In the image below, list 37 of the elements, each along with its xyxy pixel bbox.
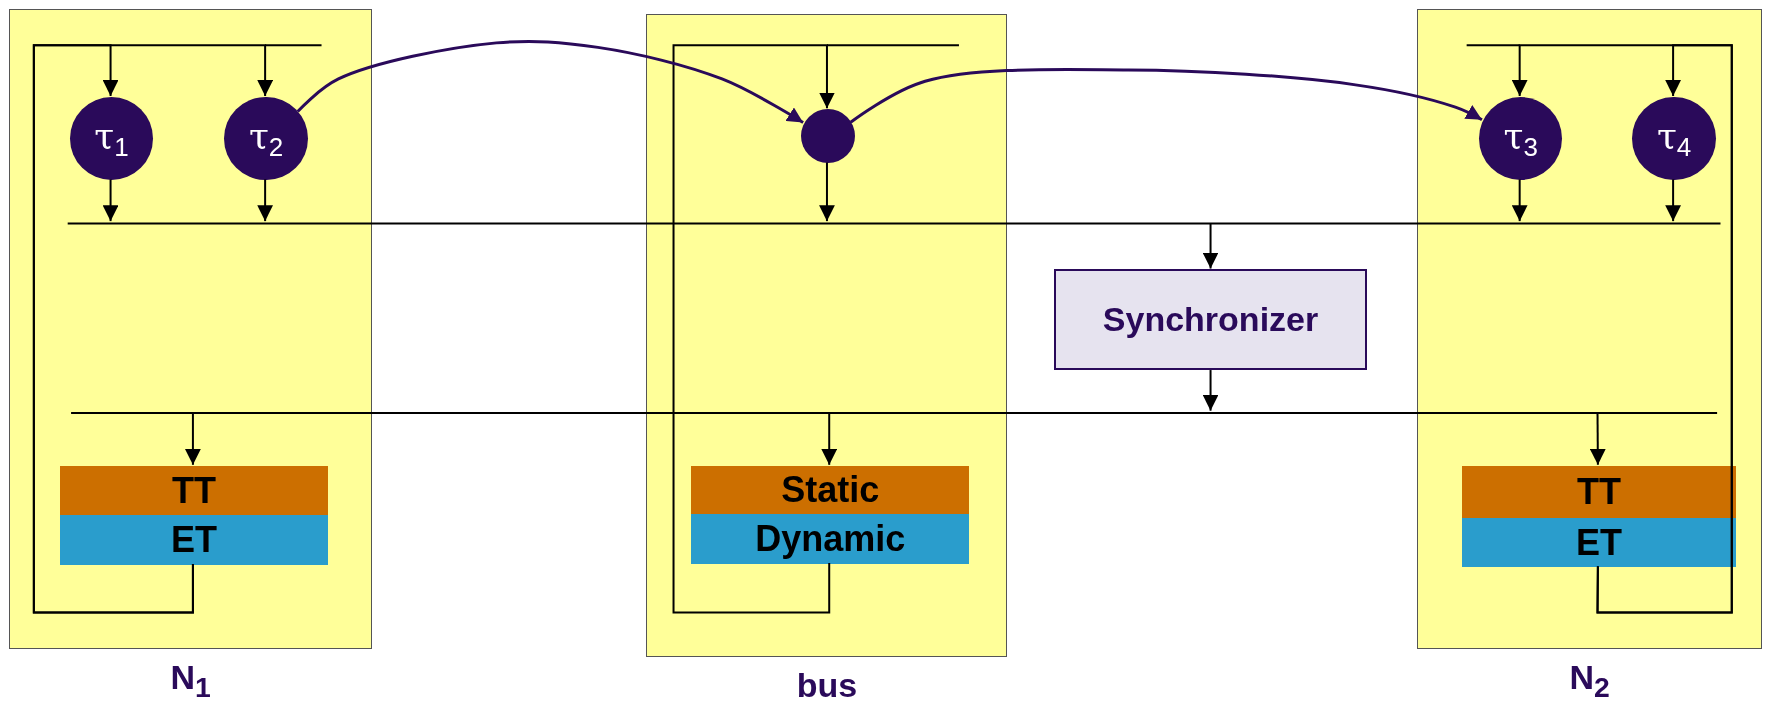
arrow [102, 178, 119, 223]
arrow [1665, 178, 1681, 223]
bar-label: ET [1576, 524, 1623, 561]
task-label: τ$_{4}$ [1656, 117, 1692, 160]
task-label: τ$_{1}$ [94, 117, 129, 160]
arrow [672, 44, 835, 614]
arrow [819, 161, 835, 223]
bar-label: ET [170, 522, 217, 559]
node-label: bus [795, 665, 859, 705]
queue-bar [59, 515, 329, 566]
task-label: τ$_{2}$ [248, 117, 284, 160]
arrow [1202, 369, 1219, 412]
task-label: τ$_{3}$ [1503, 117, 1538, 160]
queue-bar [1462, 465, 1737, 518]
arrow [1202, 222, 1219, 270]
arrow [1589, 411, 1606, 466]
circle-node [800, 109, 855, 164]
arrow [296, 39, 804, 124]
bar-label: Static [781, 472, 880, 509]
arrow [257, 178, 273, 223]
arrow [32, 44, 273, 614]
queue-bar [59, 465, 329, 516]
bar-label: TT [171, 472, 216, 509]
arrow [185, 411, 201, 466]
arrow [1511, 44, 1733, 614]
synchronizer-box [1053, 268, 1368, 371]
arrow [849, 68, 1483, 124]
box-label: Synchronizer [1102, 299, 1319, 339]
bar-label: Dynamic [755, 521, 906, 558]
node-label: N$_{2}$ [1568, 657, 1611, 704]
queue-bar [691, 465, 969, 515]
arrow [1511, 178, 1528, 223]
queue-bar [1462, 517, 1737, 568]
queue-bar [691, 514, 969, 564]
bar-label: TT [1577, 473, 1622, 510]
node-label: N$_{1}$ [169, 657, 212, 704]
arrow [821, 411, 838, 466]
